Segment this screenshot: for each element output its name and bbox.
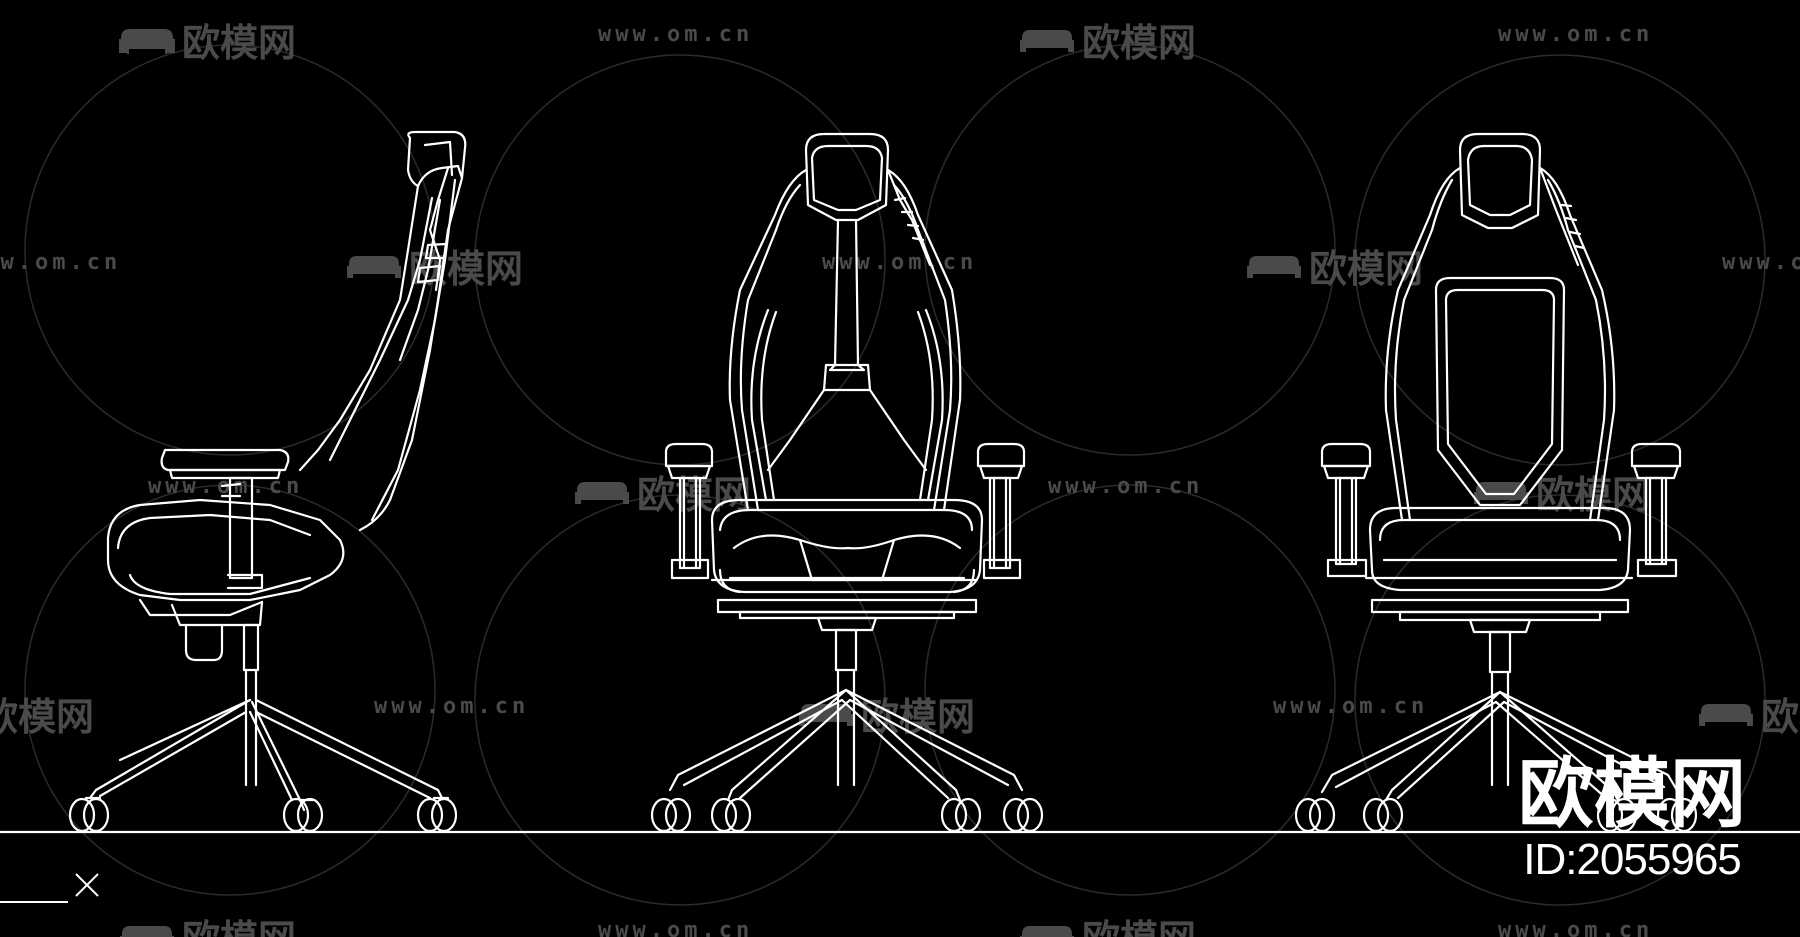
watermark-url: www.om.cn <box>1498 918 1654 937</box>
watermark-logo: 欧模网 <box>118 908 296 937</box>
brand-name: 欧模网 <box>1518 749 1746 838</box>
watermark-url: www.om.cn <box>598 918 754 937</box>
chair-front-view <box>650 132 1044 833</box>
watermark-logo-text: 欧模网 <box>637 473 752 517</box>
sofa-icon <box>1020 925 1074 937</box>
watermark-url: www.om.cn <box>374 694 530 719</box>
brand-id-label: ID:2055965 <box>1523 835 1742 884</box>
ucs-axis-icon <box>0 873 99 903</box>
watermark-url: www.om.cn <box>1273 694 1429 719</box>
watermark-logo-text: 欧模网 <box>1082 21 1197 65</box>
chair-back-view <box>1294 132 1698 833</box>
sofa-icon <box>1247 255 1301 278</box>
brand-block: 欧模网 ID:2055965 <box>1512 752 1752 884</box>
watermark-logo: 欧模网 <box>1018 908 1196 937</box>
watermark-url: www.om.cn <box>0 250 122 275</box>
watermark-logo-text: 欧模网 <box>182 908 296 937</box>
sofa-icon <box>120 925 174 937</box>
watermark-url: www.om.cn <box>1048 474 1204 499</box>
watermark-url: www.om.cn <box>598 22 754 47</box>
watermark-logo: 欧模网 <box>1018 12 1196 67</box>
watermark-url: www.om.cn <box>1722 250 1800 275</box>
watermark-logo: 欧模网 <box>1245 238 1423 293</box>
sofa-icon <box>1699 703 1753 726</box>
watermark-logo-text: 欧模网 <box>182 21 297 65</box>
sofa-icon <box>1020 29 1074 52</box>
sofa-icon <box>347 255 401 278</box>
watermark-logo: 欧模网 <box>1697 686 1800 741</box>
watermark-url: www.om.cn <box>822 250 978 275</box>
watermark-logo: 欧模网 <box>0 686 94 741</box>
watermark-logo: 欧模网 <box>118 12 296 67</box>
watermark-logo: 欧模网 <box>573 464 751 519</box>
sofa-icon <box>575 481 629 504</box>
watermark-logo-text: 欧模网 <box>1082 908 1196 937</box>
sofa-icon <box>1474 481 1528 504</box>
sofa-icon <box>119 28 175 54</box>
watermark-logo-text: 欧模网 <box>1309 247 1424 291</box>
watermark-logo-text: 欧模网 <box>1761 695 1800 739</box>
watermark-url: www.om.cn <box>1498 22 1654 47</box>
watermark-logo-text: 欧模网 <box>0 695 95 739</box>
chair-side-view <box>68 130 467 833</box>
